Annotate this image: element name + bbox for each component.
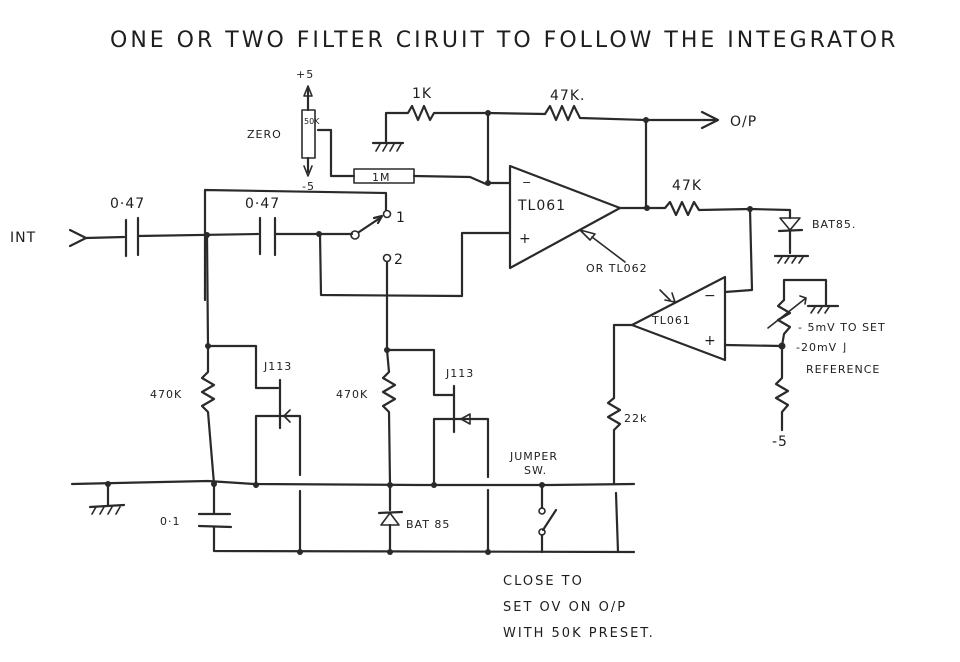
jumper-label-2: SW. [524,464,547,477]
ref-note-1: - 5mV TO SET [798,321,886,334]
ground-symbol-preset [806,304,840,314]
jfet2-label: J113 [445,367,474,380]
pot-value-label: 50K [304,117,320,126]
wire-1m-to-inv [412,174,488,186]
bottom-rail [212,525,636,554]
capacitor-input [124,216,140,258]
cap-gnd-label: 0·1 [160,515,181,528]
opamp-alt-arrow-icon [579,229,626,263]
opamp-2 [630,275,727,362]
r-47k-out-label: 47K [672,178,702,194]
ground-rail [70,479,636,487]
preset-potentiometer[interactable] [776,298,792,348]
schematic-title: ONE OR TWO FILTER CIRUIT TO FOLLOW THE I… [110,28,898,53]
note-line-2: SET OV ON O/P [503,600,627,615]
wire-input [84,235,126,240]
ground-symbol-rail [88,503,126,515]
resistor-22k [606,396,622,482]
opamp1-plus: + [519,231,532,247]
selector-switch[interactable] [350,209,392,263]
supply-pos-label: +5 [296,68,314,81]
wire-to-opamp2-inv [723,207,754,294]
resistor-470k-2 [381,348,397,486]
note-line-3: WITH 50K PRESET. [503,626,655,641]
opamp2-plus: + [704,333,717,349]
wire-jfet2-gate [385,348,456,397]
switch-arrow-icon [372,214,384,225]
r-1m-label: 1M [372,171,391,184]
diode-top-label: BAT85. [812,218,856,231]
capacitor-0-1 [197,512,233,529]
note-line-1: CLOSE TO [503,574,584,589]
jfet-j113-2 [432,384,490,486]
cap-series-label: 0·47 [245,196,280,212]
opamp2-label: TL061 [651,314,691,327]
opamp2-minus: − [704,288,717,304]
wire-bypass [203,188,388,302]
r-470k-1-label: 470K [150,388,182,401]
wire-to-reference [723,343,784,348]
wire-opamp2-out [612,323,634,400]
preset-arrow-icon [767,295,807,329]
cap-input-label: 0·47 [110,196,145,212]
opamp2-arrow-icon [659,289,676,303]
diode-bat85-bottom [377,510,404,554]
wire-to-noninv [318,231,512,298]
jfet-j113-1 [254,378,302,485]
switch-pos1-label: 1 [396,210,406,226]
wire-wiper [316,128,356,178]
r-feedback-label: 47K. [550,88,585,104]
zero-label: ZERO [247,128,282,141]
opamp-1 [508,164,622,270]
wire-feedback-down [486,111,512,185]
output-arrow-icon [700,110,720,130]
jumper-switch[interactable] [538,483,558,554]
input-arrow-icon [68,228,88,248]
wire-to-diode-top [748,207,792,220]
wire-22k-bottom [612,478,620,554]
supply-arrow-down-icon [303,165,313,177]
switch-pos2-label: 2 [394,252,404,268]
supply-neg-label: -5 [302,180,315,193]
r-1k-label: 1K [412,86,432,102]
r-470k-2-label: 470K [336,388,368,401]
ref-supply-label: -5 [772,434,788,450]
input-label: INT [10,230,36,246]
resistor-47k-feedback [486,104,648,122]
ground-symbol-1k [371,141,405,152]
wire-node-a [136,232,260,238]
ground-symbol-diode [773,254,810,264]
diode-bat85-top [777,217,804,255]
resistor-reference [774,344,790,432]
diode-bottom-label: BAT 85 [406,518,450,531]
opamp1-label: TL061 [517,198,566,214]
output-label: O/P [730,114,757,130]
wire-preset-loop [782,278,828,307]
jfet1-label: J113 [263,360,292,373]
resistor-470k-1 [200,344,216,486]
resistor-1k [384,104,490,144]
supply-arrow-up-icon [303,85,313,97]
jumper-label-1: JUMPER [509,450,558,463]
opamp1-minus: − [522,176,532,189]
opamp-alt-label: OR TL062 [586,262,648,275]
resistor-47k-output [645,200,752,217]
capacitor-series [258,216,277,257]
ref-note-3: REFERENCE [806,363,880,376]
ref-note-2: -20mV ⌋ [796,341,847,354]
r-22k-label: 22k [624,412,647,425]
wire-jfet1-gate [206,344,280,390]
wire-node-a-down [205,233,210,348]
